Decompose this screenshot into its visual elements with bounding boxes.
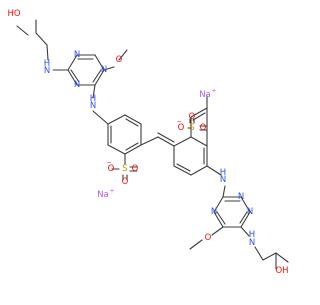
bond xyxy=(124,114,142,125)
bonds xyxy=(16,19,289,270)
atom-label-methoxy-bottom-oxygen: O xyxy=(205,233,212,243)
bond xyxy=(157,132,175,143)
bond xyxy=(240,226,250,237)
molecule-canvas: HO H N N N N O H N Na + S O O O − S O O … xyxy=(7,9,289,276)
bond xyxy=(107,144,126,155)
atom-label-triazine-top-n2: N xyxy=(101,65,107,75)
atom-label-triazine-top-n1: N xyxy=(74,50,80,60)
atom-label-amine-top-chain-n: N xyxy=(44,66,50,76)
bond xyxy=(240,196,251,213)
bond xyxy=(46,44,49,61)
bond xyxy=(107,114,126,125)
atom-label-oxygen-left-anion: O xyxy=(108,164,115,174)
bond xyxy=(239,211,248,224)
bond xyxy=(190,165,208,176)
bond xyxy=(254,246,264,261)
bond xyxy=(118,49,128,61)
bond xyxy=(173,165,192,176)
bond xyxy=(125,142,139,151)
atom-label-amine-right-n: N xyxy=(220,175,226,185)
atom-label-triazine-bottom-n3: N xyxy=(238,192,244,202)
bond xyxy=(190,107,208,118)
bond xyxy=(35,32,48,46)
atom-labels: HO H N N N N O H N Na + S O O O − S O O … xyxy=(7,9,288,276)
charge-sodium-left: + xyxy=(109,188,114,195)
atom-label-oxygen-left-side: O xyxy=(132,164,139,174)
bond xyxy=(262,252,277,261)
atom-label-methoxy-top-oxygen: O xyxy=(116,55,123,65)
bond xyxy=(192,112,206,121)
bond xyxy=(94,69,105,86)
atom-label-hydroxyl-bottom: OH xyxy=(275,266,288,276)
bond xyxy=(173,136,192,147)
atom-label-sulfur-left: S xyxy=(122,164,127,174)
bond xyxy=(275,252,289,263)
atom-label-amine-left-n: N xyxy=(90,101,96,111)
atom-label-amine-bottom-chain-n: N xyxy=(249,238,255,248)
atom-label-amine-bottom-chain-h: H xyxy=(249,230,255,240)
bond xyxy=(140,136,159,146)
bond xyxy=(16,25,29,36)
bond xyxy=(94,54,105,71)
atom-label-oxygen-right-top: O xyxy=(189,112,196,122)
bond xyxy=(189,239,203,250)
atom-label-oxygen-left-bottom: O xyxy=(122,177,129,187)
bond xyxy=(92,69,102,83)
bond xyxy=(213,211,224,228)
bond xyxy=(67,69,78,86)
bond xyxy=(222,185,226,198)
charge-oxygen-left-anion: − xyxy=(106,160,111,167)
atom-label-triazine-bottom-n2: N xyxy=(247,207,253,217)
atom-label-sulfur-right: S xyxy=(189,123,194,133)
molecule-structure: HO H N N N N O H N Na + S O O O − S O O … xyxy=(7,9,289,276)
bond xyxy=(213,196,224,213)
atom-label-triazine-top-n3: N xyxy=(74,80,80,90)
atom-label-sodium-right: Na xyxy=(199,90,211,100)
bond xyxy=(216,211,226,225)
bond xyxy=(206,165,222,176)
charge-oxygen-right-anion: − xyxy=(176,119,181,126)
bond xyxy=(70,69,80,83)
atom-label-amine-left-h: H xyxy=(90,94,96,104)
bond xyxy=(211,226,224,236)
bond xyxy=(240,211,251,228)
bond xyxy=(67,54,78,71)
atom-label-triazine-bottom-n1: N xyxy=(211,207,217,217)
atom-label-sodium-left: Na xyxy=(97,190,109,200)
bond xyxy=(103,66,115,71)
atom-label-oxygen-right-side: O xyxy=(200,123,207,133)
bond xyxy=(92,84,96,99)
atom-label-amine-top-chain-h: H xyxy=(44,59,50,69)
atom-label-oxygen-right-anion: O xyxy=(178,123,185,133)
charge-sodium-right: + xyxy=(211,88,216,95)
bond xyxy=(125,118,139,127)
bond xyxy=(190,136,208,147)
atom-label-amine-right-h: H xyxy=(220,168,226,178)
bond xyxy=(124,144,142,155)
atom-label-hydroxyl-top: HO xyxy=(7,9,20,19)
bond xyxy=(157,136,175,147)
bond xyxy=(92,110,109,125)
bond xyxy=(176,163,191,172)
